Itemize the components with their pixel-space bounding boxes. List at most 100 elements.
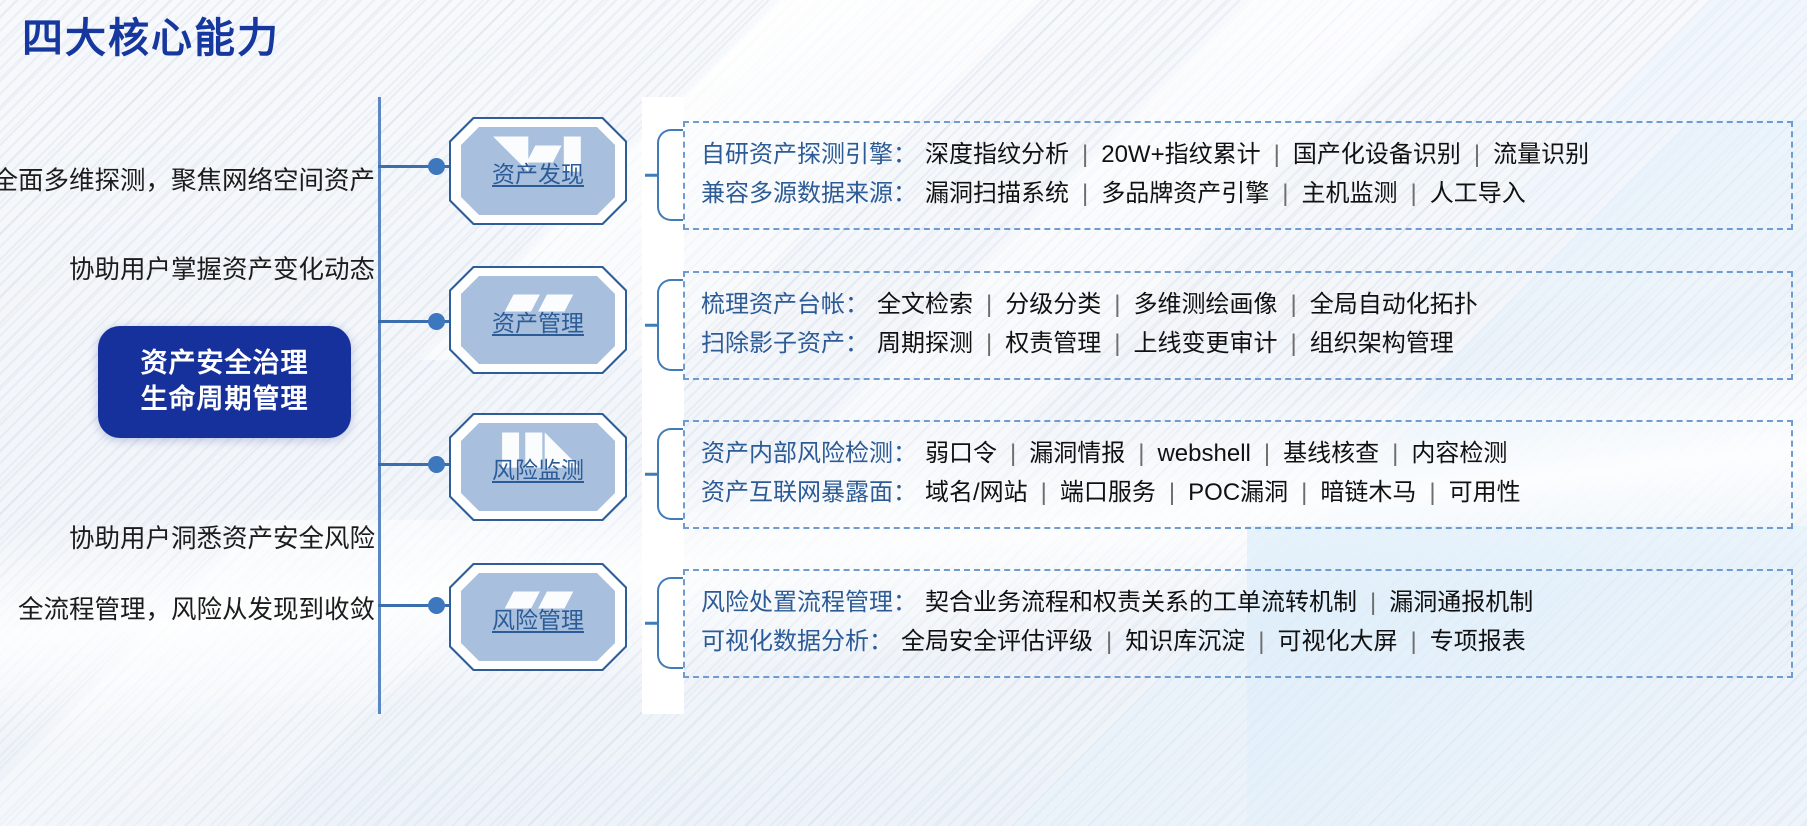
item-separator: | [1168,478,1176,506]
content-line: 资产内部风险检测：弱口令|漏洞情报|webshell|基线核查|内容检测 [701,435,1775,474]
content-item: 权责管理 [1005,329,1102,357]
content-item: 全文检索 [877,291,973,318]
connector-dot-1 [428,158,445,175]
content-line-colon: ： [869,627,893,655]
content-item: 端口服务 [1059,478,1156,506]
content-line-colon: ： [893,440,917,467]
item-separator: | [1138,440,1145,467]
asset-discovery-icon [461,127,615,215]
content-row-4: 风险处置流程管理：契合业务流程和权责关系的工单流转机制|漏洞通报机制可视化数据分… [657,569,1793,678]
item-separator: | [986,329,993,357]
content-line: 扫除影子资产：周期探测|权责管理|上线变更审计|组织架构管理 [701,325,1775,364]
card-asset-discovery[interactable]: ◥▰▮ 资产发现 [449,117,627,225]
content-line-label: 自研资产探测引擎 [701,141,893,168]
content-line: 兼容多源数据来源：漏洞扫描系统|多品牌资产引擎|主机监测|人工导入 [701,175,1775,214]
content-item: 内容检测 [1411,440,1508,467]
risk-monitoring-icon [461,423,615,511]
card-risk-monitoring[interactable]: ▮▮◣ 风险监测 [449,413,627,521]
content-row-3: 资产内部风险检测：弱口令|漏洞情报|webshell|基线核查|内容检测资产互联… [657,420,1793,529]
brace-icon [657,129,683,222]
center-badge-line1: 资产安全治理 [140,348,309,379]
item-separator: | [1370,589,1377,616]
center-badge-line2: 生命周期管理 [140,384,309,414]
left-label-1: 全面多维探测，聚焦网络空间资产 [0,167,375,195]
content-line-label: 兼容多源数据来源 [701,179,893,207]
left-label-2: 协助用户掌握资产变化动态 [68,256,375,284]
brace-icon [657,279,683,372]
content-line-label: 资产互联网暴露面 [701,478,893,506]
card-asset-management[interactable]: ▰▰ 资产管理 [449,266,627,374]
content-item: 多维测绘画像 [1133,291,1278,318]
content-line-colon: ： [893,179,917,207]
card-risk-management[interactable]: ▰▰ 风险管理 [449,563,627,671]
content-line: 风险处置流程管理： 契合业务流程和权责关系的工单流转机制 | 漏洞通报机制 [701,584,1775,623]
content-line-items: 契合业务流程和权责关系的工单流转机制 | 漏洞通报机制 [925,584,1533,623]
content-row-2: 梳理资产台帐：全文检索|分级分类|多维测绘画像|全局自动化拓扑扫除影子资产：周期… [657,271,1793,380]
content-item: 流量识别 [1493,141,1590,168]
content-item: 可用性 [1448,478,1521,506]
content-line-colon: ： [893,141,917,168]
brace-icon [657,428,683,521]
item-separator: | [1263,440,1271,467]
content-line-items: 弱口令|漏洞情报|webshell|基线核查|内容检测 [925,435,1507,474]
content-item: 全局自动化拓扑 [1309,291,1478,318]
content-item: 弱口令 [925,440,997,467]
content-line-items: 全文检索|分级分类|多维测绘画像|全局自动化拓扑 [877,286,1478,325]
content-line: 自研资产探测引擎：深度指纹分析|20W+指纹累计|国产化设备识别|流量识别 [701,136,1775,175]
content-item: 组织架构管理 [1309,329,1454,357]
content-item: 契合业务流程和权责关系的工单流转机制 [925,589,1357,616]
content-line-colon: ： [845,329,869,357]
item-separator: | [1290,291,1297,318]
content-line-label: 风险处置流程管理 [701,589,893,616]
item-separator: | [1258,627,1265,655]
card-label-risk-monitoring: 风险监测 [492,457,584,483]
card-label-risk-management: 风险管理 [492,607,584,633]
content-line: 可视化数据分析：全局安全评估评级|知识库沉淀|可视化大屏|专项报表 [701,623,1775,662]
item-separator: | [1301,478,1308,506]
content-line-items: 域名/网站|端口服务|POC漏洞|暗链木马|可用性 [925,474,1521,513]
content-item: 域名/网站 [925,478,1028,506]
content-item: 人工导入 [1429,179,1526,207]
content-item: 基线核查 [1283,440,1380,467]
item-separator: | [1410,627,1417,655]
connector-line-1 [378,165,453,168]
content-line-items: 周期探测|权责管理|上线变更审计|组织架构管理 [877,325,1454,364]
item-separator: | [1273,141,1280,168]
card-label-asset-discovery: 资产发现 [492,161,584,187]
content-line-label: 梳理资产台帐 [701,291,845,318]
content-item: 专项报表 [1429,627,1526,655]
connector-spine [378,97,381,714]
content-line-colon: ： [845,291,869,318]
content-item: 国产化设备识别 [1292,141,1461,168]
connector-line-2 [378,320,453,323]
risk-management-icon [461,573,615,661]
content-line-items: 全局安全评估评级|知识库沉淀|可视化大屏|专项报表 [901,623,1526,662]
connector-line-3 [378,463,453,466]
content-line-colon: ： [893,589,917,616]
content-item: 暗链木马 [1320,478,1417,506]
item-separator: | [1410,179,1417,207]
asset-management-icon [461,276,615,364]
content-item: 漏洞通报机制 [1389,589,1534,616]
content-item: 主机监测 [1301,179,1398,207]
item-separator: | [1082,141,1089,168]
item-separator: | [1392,440,1399,467]
left-label-3: 协助用户洞悉资产安全风险 [68,525,375,553]
content-line-label: 可视化数据分析 [701,627,869,655]
brace-icon [657,577,683,670]
connector-dot-2 [428,313,445,330]
content-item: 周期探测 [877,329,973,357]
card-label-asset-management: 资产管理 [492,310,584,336]
item-separator: | [1106,627,1113,655]
item-separator: | [1010,440,1017,467]
item-separator: | [1473,141,1481,168]
item-separator: | [986,291,993,318]
content-item: 深度指纹分析 [925,141,1069,168]
item-separator: | [1114,329,1121,357]
item-separator: | [1290,329,1297,357]
content-item: 可视化大屏 [1277,627,1398,655]
content-item: POC漏洞 [1188,478,1289,506]
item-separator: | [1282,179,1289,207]
page-title: 四大核心能力 [22,15,280,61]
